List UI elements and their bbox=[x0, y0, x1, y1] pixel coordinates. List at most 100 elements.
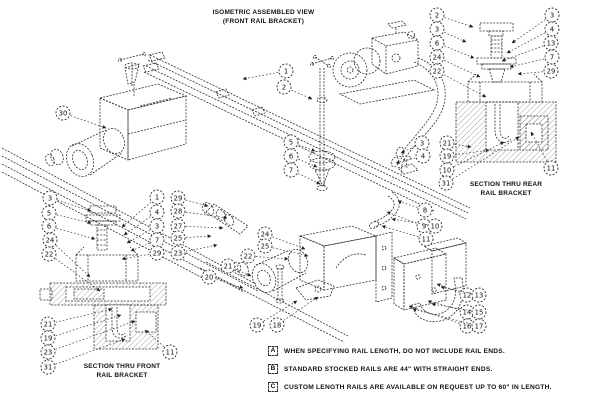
callout-19: 19 bbox=[249, 300, 298, 333]
callout-balloon bbox=[201, 269, 217, 285]
callout-balloon bbox=[220, 258, 236, 274]
callout-leader-line bbox=[454, 143, 472, 149]
callout-leader-line bbox=[397, 200, 418, 208]
callout-leader-line bbox=[56, 214, 92, 225]
drawing-title: ISOMETRIC ASSEMBLED VIEW (FRONT RAIL BRA… bbox=[206, 8, 321, 26]
callout-16: 16 bbox=[408, 305, 475, 334]
callout-leader-line bbox=[517, 71, 544, 76]
callout-leader-line bbox=[444, 45, 475, 59]
callout-leader-line bbox=[144, 329, 165, 347]
callout-number: 11 bbox=[166, 348, 175, 356]
callout-balloon bbox=[543, 160, 559, 176]
note-b-letter-box: B bbox=[268, 364, 278, 374]
j-hook-bracket bbox=[411, 277, 464, 323]
callout-number: 11 bbox=[547, 164, 556, 172]
callout-number: 7 bbox=[289, 166, 293, 174]
callout-number: 16 bbox=[463, 322, 472, 330]
callout-number: 25 bbox=[174, 234, 183, 242]
callout-1: 1 bbox=[242, 63, 294, 81]
callout-leader-line bbox=[185, 234, 212, 239]
callout-6: 6 bbox=[429, 35, 475, 59]
callout-leader-line bbox=[55, 314, 122, 336]
callout-number: 4 bbox=[550, 25, 554, 33]
callout-number: 2 bbox=[282, 83, 286, 91]
callout-leader-line bbox=[386, 211, 417, 224]
callout-number: 29 bbox=[174, 194, 183, 202]
callout-leader-line bbox=[391, 217, 428, 226]
callout-balloon bbox=[257, 238, 273, 254]
callout-3: 3 bbox=[511, 7, 560, 44]
callout-leader-line bbox=[55, 245, 91, 278]
callout-balloon bbox=[278, 63, 294, 79]
callout-leader-line bbox=[255, 256, 289, 261]
callout-number: 24 bbox=[46, 236, 55, 244]
callout-balloon bbox=[276, 79, 292, 95]
callout-leader-line bbox=[427, 300, 460, 311]
callout-number: 6 bbox=[289, 152, 293, 160]
callout-leader-line bbox=[57, 200, 92, 212]
callout-30: 30 bbox=[55, 105, 107, 129]
callout-leader-line bbox=[298, 144, 316, 152]
callout-balloon bbox=[249, 317, 265, 333]
callout-number: 10 bbox=[431, 222, 440, 230]
callout-balloon bbox=[415, 148, 431, 164]
callout-number: 21 bbox=[224, 262, 233, 270]
callout-leader-line bbox=[235, 268, 252, 277]
callout-leader-line bbox=[55, 307, 113, 323]
callout-21: 21 bbox=[220, 258, 252, 277]
drawing-title-line2: (FRONT RAIL BRACKET) bbox=[222, 18, 305, 25]
callout-leader-line bbox=[126, 229, 151, 244]
hand-valve bbox=[118, 52, 146, 96]
rear-section-label-line2: RAIL BRACKET bbox=[480, 190, 532, 197]
pump-assembly bbox=[332, 20, 436, 105]
callout-number: 6 bbox=[435, 39, 439, 47]
callout-29: 29 bbox=[170, 190, 209, 207]
callout-number: 12 bbox=[463, 291, 472, 299]
note-a-letter-box: A bbox=[268, 346, 278, 356]
callout-balloon bbox=[471, 287, 487, 303]
callout-balloon bbox=[149, 189, 165, 205]
callout-leader-line bbox=[444, 31, 467, 43]
lower-rail bbox=[1, 147, 349, 343]
callout-leader-line bbox=[56, 227, 96, 240]
callout-leader-line bbox=[242, 72, 279, 81]
callout-number: 25 bbox=[261, 242, 270, 250]
mounting-plates bbox=[392, 237, 468, 311]
callout-leader-line bbox=[185, 211, 228, 220]
callout-number: 31 bbox=[442, 179, 451, 187]
callout-number: 22 bbox=[244, 252, 253, 260]
callout-balloon bbox=[427, 218, 443, 234]
note-b-text: STANDARD STOCKED RAILS ARE 44" WITH STRA… bbox=[284, 365, 493, 373]
callout-24: 24 bbox=[42, 232, 91, 278]
note-a-text: WHEN SPECIFYING RAIL LENGTH, DO NOT INCL… bbox=[284, 347, 505, 355]
elbow-fitting bbox=[368, 155, 419, 229]
callout-11: 11 bbox=[530, 131, 559, 176]
callout-leader-line bbox=[381, 225, 419, 238]
callout-number: 3 bbox=[155, 222, 159, 230]
callout-8: 8 bbox=[397, 200, 433, 218]
callout-balloon bbox=[40, 344, 56, 360]
callout-6: 6 bbox=[41, 218, 96, 240]
callout-balloon bbox=[283, 162, 299, 178]
callout-number: 3 bbox=[420, 139, 424, 147]
callout-leader-line bbox=[298, 173, 321, 185]
callout-leader-line bbox=[185, 243, 218, 252]
callout-12: 12 bbox=[436, 283, 475, 303]
callout-balloon bbox=[55, 105, 71, 121]
callout-leader-line bbox=[263, 300, 298, 322]
callout-leader-line bbox=[436, 283, 460, 293]
callout-balloon bbox=[543, 35, 559, 51]
callout-1: 1 bbox=[121, 189, 165, 228]
callout-19: 19 bbox=[439, 148, 490, 164]
callout-number: 5 bbox=[47, 209, 51, 217]
note-c-text: CUSTOM LENGTH RAILS ARE AVAILABLE ON REQ… bbox=[284, 383, 552, 391]
callout-balloon bbox=[417, 202, 433, 218]
callout-balloon bbox=[149, 245, 165, 261]
callout-leader-line bbox=[272, 247, 309, 258]
callout-leader-line bbox=[452, 136, 520, 180]
callout-11: 11 bbox=[144, 329, 178, 360]
callout-number: 10 bbox=[443, 166, 452, 174]
callout-31: 31 bbox=[40, 338, 126, 375]
